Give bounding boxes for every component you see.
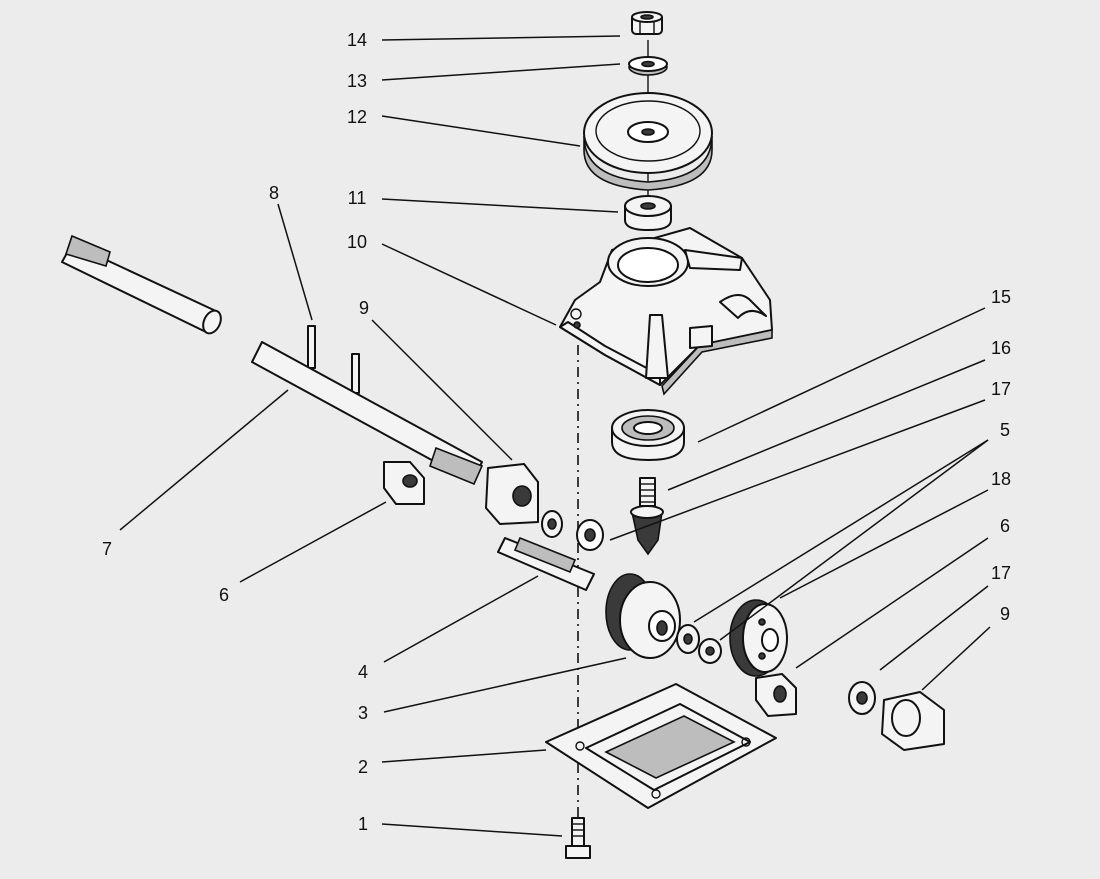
callout-18: 18 <box>990 469 1012 489</box>
part-thrust-washers <box>676 624 722 664</box>
callout-17-upper: 17 <box>990 379 1012 399</box>
callout-9-upper: 9 <box>358 298 370 318</box>
callout-3: 3 <box>357 703 369 723</box>
callout-1: 1 <box>357 814 369 834</box>
callout-4: 4 <box>357 662 369 682</box>
part-washer-right <box>848 681 876 715</box>
part-gear-housing <box>559 227 773 396</box>
part-axle-shaft <box>251 341 484 486</box>
callout-6-left: 6 <box>218 585 230 605</box>
part-bevel-pinion <box>630 505 664 556</box>
callout-15: 15 <box>990 287 1012 307</box>
part-bushing-large-right <box>881 691 945 751</box>
part-bushing-large-left <box>485 463 539 525</box>
part-bushing-right <box>755 673 797 717</box>
callout-9-lower: 9 <box>999 604 1011 624</box>
part-bolt <box>565 817 591 859</box>
callout-5: 5 <box>999 420 1011 440</box>
part-drive-shaft <box>497 536 595 591</box>
callout-14: 14 <box>346 30 368 50</box>
part-roll-pins <box>307 325 360 394</box>
callout-2: 2 <box>357 757 369 777</box>
callout-16: 16 <box>990 338 1012 358</box>
part-bushing-left <box>383 461 425 505</box>
part-axle-tube <box>61 234 222 335</box>
part-washer-top <box>628 56 668 76</box>
part-spacer <box>624 195 672 231</box>
part-bearing <box>611 409 685 461</box>
leader-lines <box>119 35 991 837</box>
callout-10: 10 <box>346 232 368 252</box>
callout-17-lower: 17 <box>990 563 1012 583</box>
part-washers-left <box>541 510 604 551</box>
part-pinion-shaft <box>639 477 656 507</box>
part-spur-gear <box>729 599 788 677</box>
callout-8: 8 <box>268 183 280 203</box>
part-bevel-gear <box>605 573 681 659</box>
callout-11: 11 <box>347 188 367 208</box>
part-cover-plate <box>545 683 777 809</box>
part-flange-nut <box>631 11 663 35</box>
part-pulley <box>583 92 713 191</box>
callout-12: 12 <box>346 107 368 127</box>
callout-13: 13 <box>346 71 368 91</box>
callout-6-right: 6 <box>999 516 1011 536</box>
callout-7: 7 <box>101 539 113 559</box>
